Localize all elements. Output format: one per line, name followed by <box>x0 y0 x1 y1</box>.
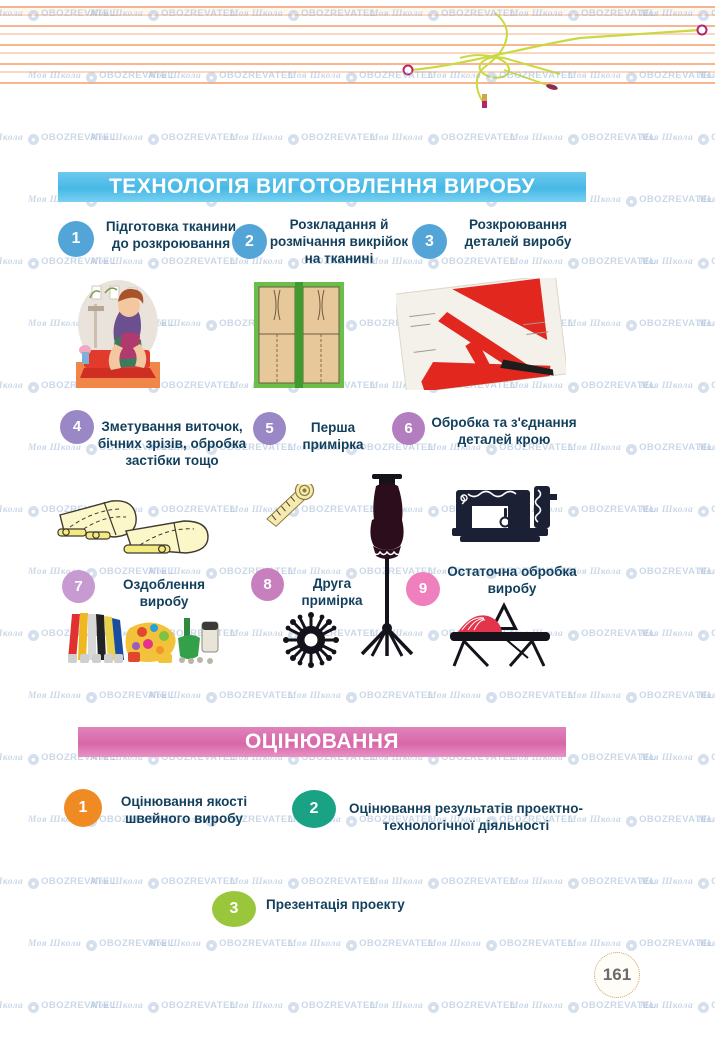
illustration-measuring-tape <box>266 484 315 528</box>
page-number: 161 <box>594 952 640 998</box>
step-label-1: Підготовка тканини до розкроювання <box>105 219 237 251</box>
eval-badge-3: 3 <box>212 891 256 927</box>
illustration-basting-seam-diagram <box>57 500 209 554</box>
section-title-technology: ТЕХНОЛОГІЯ ВИГОТОВЛЕННЯ ВИРОБУ <box>58 172 586 202</box>
eval-label-3: Презентація проекту <box>266 897 405 912</box>
step-label-7: Оздоблення виробу <box>122 577 206 609</box>
illustration-sewing-machine <box>452 486 557 542</box>
eval-badge-1: 1 <box>64 789 102 827</box>
step-badge-6: 6 <box>392 412 425 445</box>
step-label-3: Розкроювання деталей виробу <box>464 217 572 249</box>
step-label-4: Зметування виточок, бічних зрізів, оброб… <box>97 419 247 468</box>
eval-badge-2: 2 <box>292 790 336 828</box>
step-badge-1: 1 <box>58 221 94 257</box>
step-badge-8: 8 <box>251 568 284 601</box>
step-badge-9: 9 <box>406 572 440 606</box>
step-label-5: Перша примірка <box>302 420 364 452</box>
top-decoration-stripes <box>0 0 715 108</box>
thread-and-needle-decoration <box>402 12 708 108</box>
step-badge-7: 7 <box>62 570 95 603</box>
illustration-pattern-layout-on-fabric <box>254 282 344 388</box>
eval-label-1: Оцінювання якості швейного виробу <box>120 794 248 826</box>
illustration-decorative-black-motif <box>283 612 339 668</box>
step-label-2: Розкладання й розмічання викрійок на тка… <box>269 217 409 266</box>
section-title-evaluation: ОЦІНЮВАННЯ <box>78 727 566 757</box>
step-badge-2: 2 <box>232 224 267 259</box>
illustration-ironing-board-with-iron <box>450 602 550 668</box>
step-label-6: Обробка та з'єднання деталей крою <box>431 415 577 447</box>
step-badge-5: 5 <box>253 412 286 445</box>
illustration-red-cut-fabric-pieces <box>396 278 566 390</box>
step-badge-3: 3 <box>412 224 447 259</box>
step-label-8: Друга примірка <box>301 576 363 608</box>
illustration-woman-ironing-red-fabric <box>76 280 160 388</box>
illustration-dress-form-mannequin <box>360 474 414 657</box>
step-label-9: Остаточна обробка виробу <box>447 564 577 596</box>
illustration-zippers-buttons-eyelet-tool <box>68 613 219 664</box>
eval-label-2: Оцінювання результатів проектно-технолог… <box>349 801 583 833</box>
step-badge-4: 4 <box>60 410 94 444</box>
